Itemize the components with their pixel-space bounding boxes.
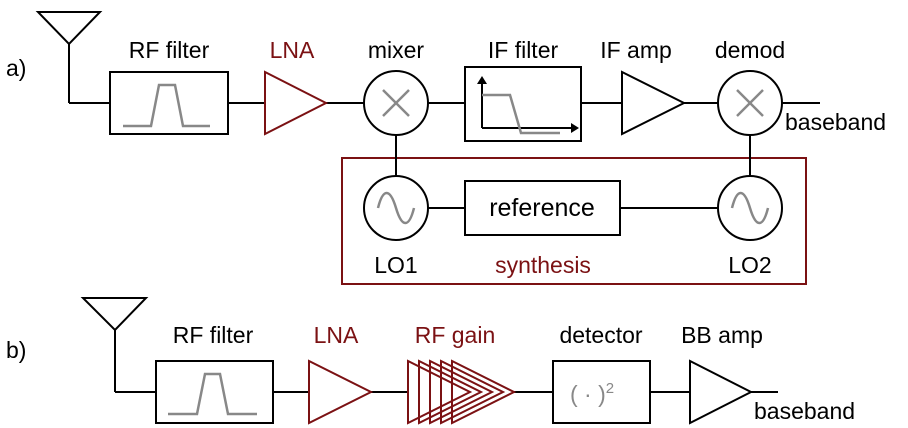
lna-a: LNA bbox=[264, 37, 329, 136]
diagram-a: a) RF filter LNA bbox=[6, 11, 886, 285]
demod-a-label: demod bbox=[715, 37, 785, 63]
rf-gain-b-label: RF gain bbox=[415, 322, 496, 348]
rf-gain-b: RF gain bbox=[407, 322, 517, 425]
amplifier-icon bbox=[264, 70, 329, 136]
baseband-b-label: baseband bbox=[754, 398, 855, 424]
lo2-oscillator: LO2 bbox=[717, 175, 783, 278]
amplifier-icon bbox=[308, 359, 374, 425]
detector-b: ( · )2 detector bbox=[552, 322, 651, 424]
cascaded-amplifier-icon bbox=[407, 359, 517, 425]
amplifier-icon bbox=[689, 359, 754, 425]
mixer-a: mixer bbox=[363, 37, 429, 136]
diagram-b-label: b) bbox=[6, 337, 26, 363]
lna-b-label: LNA bbox=[314, 322, 359, 348]
synthesis-block: synthesis bbox=[341, 157, 807, 285]
bandpass-icon bbox=[123, 83, 210, 128]
reference-label: reference bbox=[489, 194, 595, 222]
mixer-x-icon bbox=[736, 89, 764, 117]
if-amp-a-label: IF amp bbox=[600, 37, 672, 63]
if-filter-a: IF filter bbox=[464, 37, 582, 142]
reference-block: reference bbox=[464, 180, 621, 236]
lo1-oscillator: LO1 bbox=[363, 175, 429, 278]
detector-symbol: ( · )2 bbox=[570, 380, 614, 407]
rf-filter-b-label: RF filter bbox=[173, 322, 254, 348]
sine-wave-icon bbox=[730, 191, 770, 225]
antenna-a-icon bbox=[35, 11, 103, 103]
lo2-label: LO2 bbox=[728, 252, 771, 278]
amplifier-icon bbox=[621, 70, 687, 136]
demod-a: demod bbox=[715, 37, 785, 136]
bb-amp-b: BB amp bbox=[681, 322, 763, 425]
synthesis-label: synthesis bbox=[495, 252, 591, 278]
mixer-a-label: mixer bbox=[368, 37, 425, 63]
mixer-x-icon bbox=[382, 89, 410, 117]
diagram-a-label: a) bbox=[6, 55, 26, 81]
rf-filter-b: RF filter bbox=[155, 322, 274, 424]
bb-amp-b-label: BB amp bbox=[681, 322, 763, 348]
sine-wave-icon bbox=[376, 191, 416, 225]
lowpass-plot-icon bbox=[477, 76, 579, 135]
if-filter-a-label: IF filter bbox=[488, 37, 559, 63]
rf-filter-a: RF filter bbox=[109, 37, 229, 135]
lna-a-label: LNA bbox=[270, 37, 315, 63]
bandpass-icon bbox=[168, 372, 257, 416]
lna-b: LNA bbox=[308, 322, 374, 425]
detector-b-label: detector bbox=[559, 322, 642, 348]
diagram-b: b) RF filter LNA bbox=[6, 297, 855, 425]
lo1-label: LO1 bbox=[374, 252, 417, 278]
if-amp-a: IF amp bbox=[600, 37, 687, 136]
rf-filter-a-label: RF filter bbox=[129, 37, 210, 63]
baseband-a-label: baseband bbox=[785, 109, 886, 135]
antenna-b-icon bbox=[80, 297, 149, 392]
